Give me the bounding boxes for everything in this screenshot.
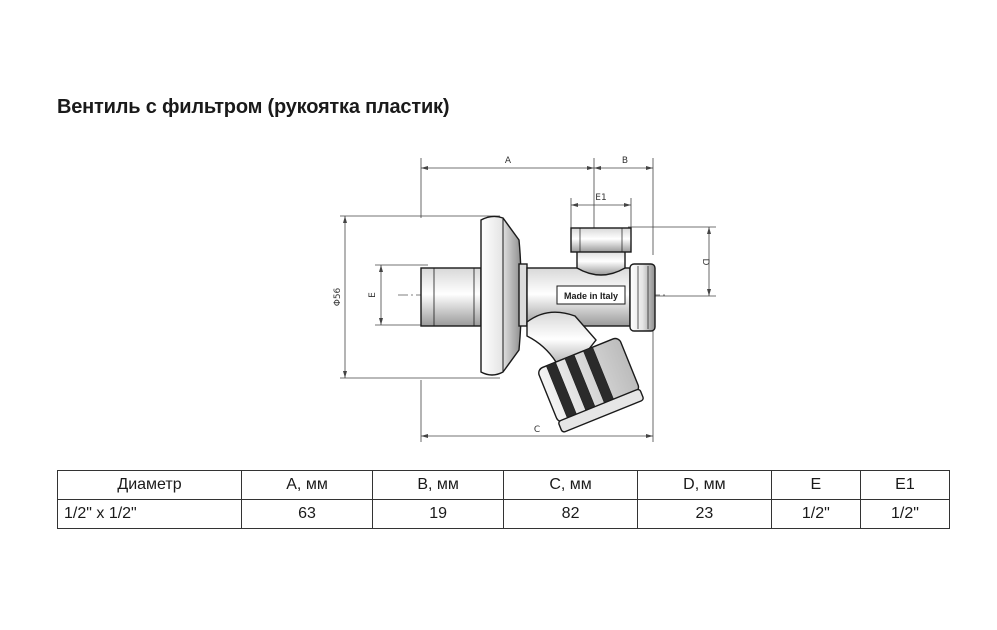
header-e1: E1: [859, 470, 951, 500]
dim-label-a: A: [505, 156, 512, 166]
dim-label-d: D: [700, 259, 710, 266]
dim-label-b: B: [622, 156, 628, 166]
cell-b: 19: [372, 499, 505, 529]
marking-text: Made in Italy: [564, 291, 618, 301]
dimension-lines: [340, 158, 716, 442]
cell-a: 63: [240, 499, 374, 529]
cell-e: 1/2": [770, 499, 861, 529]
marking-plate: [556, 285, 626, 305]
valve-body: [420, 215, 656, 433]
header-e: E: [770, 470, 861, 500]
dim-label-e1: E1: [595, 193, 606, 203]
header-diameter: Диаметр: [57, 470, 242, 500]
header-b: B, мм: [372, 470, 505, 500]
cell-e1: 1/2": [859, 499, 951, 529]
header-d: D, мм: [636, 470, 772, 500]
cell-d: 23: [636, 499, 772, 529]
cell-c: 82: [503, 499, 638, 529]
header-c: C, мм: [503, 470, 638, 500]
specs-table: Диаметр A, мм B, мм C, мм D, мм E E1 1/2…: [57, 470, 951, 529]
cell-diameter: 1/2" x 1/2": [57, 499, 242, 529]
table-row: 1/2" x 1/2" 63 19 82 23 1/2" 1/2": [57, 499, 951, 529]
valve-drawing: A B E1 C D Φ56 E: [333, 156, 716, 442]
dim-label-c: C: [534, 425, 540, 435]
dimension-arrows: [343, 166, 711, 438]
dim-label-diameter: Φ56: [333, 287, 343, 306]
table-header-row: Диаметр A, мм B, мм C, мм D, мм E E1: [57, 470, 951, 500]
dim-label-e: E: [368, 292, 378, 298]
header-a: A, мм: [240, 470, 374, 500]
page-title: Вентиль с фильтром (рукоятка пластик): [57, 96, 450, 118]
